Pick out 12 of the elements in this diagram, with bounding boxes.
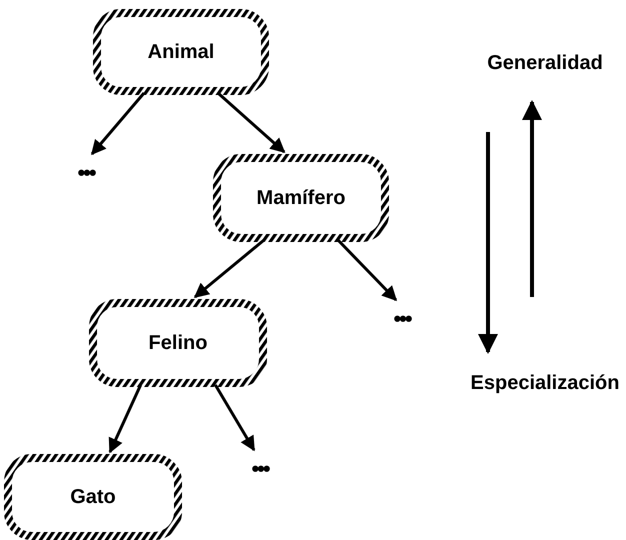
ellipsis-text: •••	[251, 456, 269, 482]
axis-label: Generalidad	[487, 52, 603, 75]
arrow	[90, 92, 146, 156]
node-label: Gato	[70, 486, 116, 508]
arrow	[214, 384, 256, 452]
node-label: Animal	[148, 40, 214, 64]
axis-label: Especialización	[470, 372, 620, 395]
ellipsis-text: •••	[393, 306, 411, 332]
node-label: Mamífero	[256, 186, 346, 210]
node-label: Felino	[148, 332, 208, 354]
ellipsis-text: •••	[77, 160, 95, 186]
arrow	[108, 384, 142, 454]
